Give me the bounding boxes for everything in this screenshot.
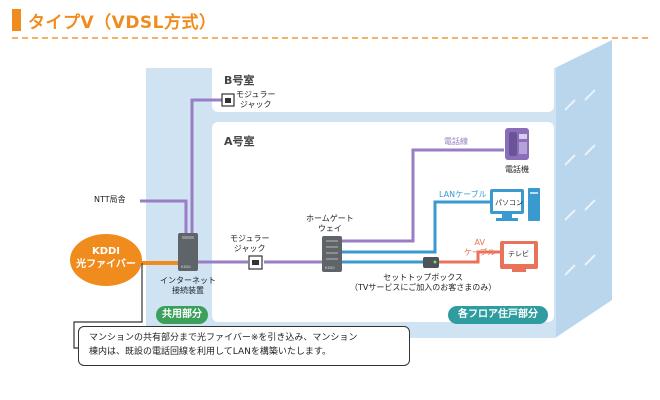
phone-icon (505, 128, 529, 160)
private-area-badge: 各フロア住戸部分 (448, 306, 548, 324)
shared-area-badge: 共用部分 (156, 306, 208, 324)
modular-jack-b-label-2: ジャック (239, 100, 272, 109)
kddi-fiber-bubble (70, 234, 142, 286)
home-gateway-label-1: ホームゲート (306, 214, 354, 223)
modular-jack-a-label-1: モジュラー (230, 234, 270, 243)
note-line-2: 棟内は、既設の電話回線を利用してLANを構築いたします。 (89, 347, 331, 357)
room-b-label: B号室 (224, 74, 255, 87)
title-divider (12, 37, 648, 39)
kddi-label: KDDI 光ファイバー (72, 245, 140, 271)
modular-jack-b-label: モジュラー ジャック (236, 90, 275, 110)
pc-label: パソコン (495, 199, 523, 207)
ntt-label: NTT局舎 (94, 195, 126, 204)
kddi-label-line2: 光ファイバー (76, 259, 136, 270)
callout-line (73, 263, 143, 349)
building-windows (564, 89, 596, 276)
internet-device-mark: KDDI (181, 264, 191, 269)
internet-device-label: インターネット 接続装置 (160, 276, 216, 296)
stb-label: セットトップボックス （TVサービスにご加入のお客さまのみ） (350, 273, 496, 293)
line-to-room-b (190, 98, 222, 235)
stb-label-2: （TVサービスにご加入のお客さまのみ） (350, 283, 497, 292)
internet-device (178, 233, 198, 271)
internet-device-label-2: 接続装置 (172, 286, 204, 295)
home-gateway-label-2: ウェイ (317, 224, 342, 233)
modular-jack-b-label-1: モジュラー (236, 90, 276, 99)
room-a-label: A号室 (224, 135, 255, 148)
modular-jack-a-label: モジュラー ジャック (230, 234, 269, 254)
av-line (438, 250, 500, 264)
phone-line (341, 148, 504, 243)
lan-line (341, 200, 490, 254)
phone-cable-label: 電話線 (444, 137, 468, 146)
home-gateway-label: ホームゲート ウェイ (306, 214, 354, 234)
av-cable-label-2: ケーブル (464, 248, 496, 257)
note-line-1: マンションの共有部分まで光ファイバー※を引き込み、マンション (89, 333, 358, 343)
tv-label: テレビ (508, 250, 529, 258)
pc-icon (490, 188, 540, 221)
description-note: マンションの共有部分まで光ファイバー※を引き込み、マンション 棟内は、既設の電話… (78, 326, 410, 366)
page-title: タイプV（VDSL方式） (28, 13, 217, 33)
set-top-box (423, 257, 439, 268)
internet-device-label-1: インターネット (160, 276, 216, 285)
title-accent-bar (12, 9, 21, 31)
building-side (555, 40, 612, 338)
av-cable-label: AV ケーブル (464, 238, 496, 258)
room-b (212, 62, 554, 112)
av-cable-label-1: AV (474, 238, 485, 247)
tv-icon (500, 241, 538, 272)
room-a (212, 122, 554, 322)
modular-jack-a-label-2: ジャック (233, 244, 266, 253)
phone-label: 電話機 (505, 165, 529, 174)
lan-cable-label: LANケーブル (439, 190, 487, 199)
stb-label-1: セットトップボックス (383, 273, 463, 282)
gateway-mark: KDDI (325, 265, 335, 270)
kddi-label-line1: KDDI (91, 246, 121, 257)
ntt-line (140, 199, 188, 235)
